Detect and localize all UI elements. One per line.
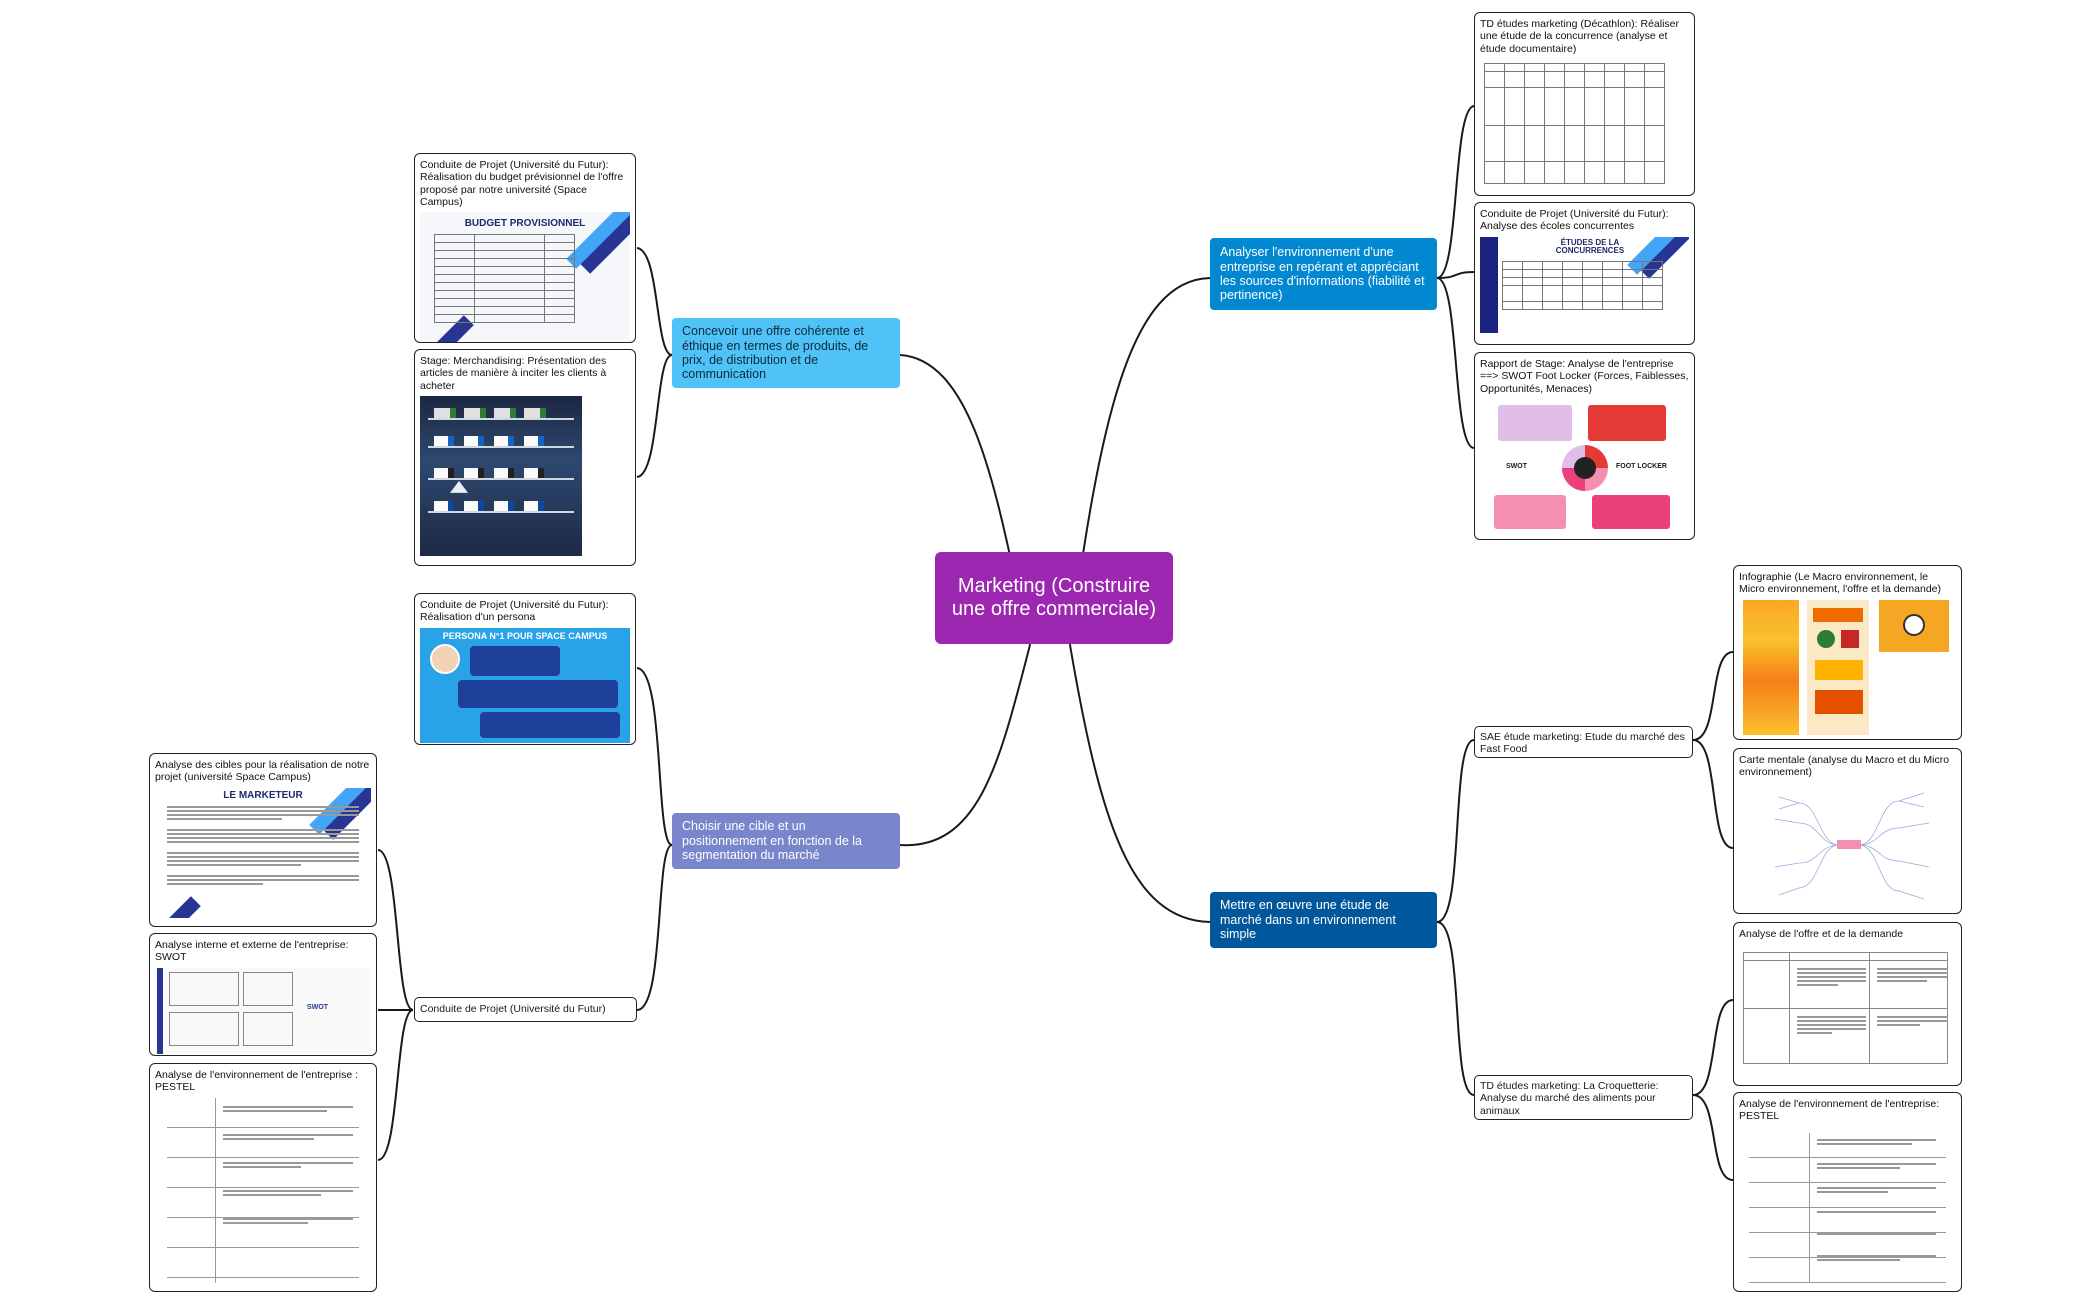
card-infographie-title: Infographie (Le Macro environnement, le … xyxy=(1739,571,1941,596)
card-offre-demande-title: Analyse de l'offre et de la demande xyxy=(1739,928,1904,940)
branch-analyser-label: Analyser l'environnement d'une entrepris… xyxy=(1220,245,1425,303)
branch-choisir[interactable]: Choisir une cible et un positionnement e… xyxy=(672,813,900,869)
budget-thumb-title: BUDGET PROVISIONNEL xyxy=(464,218,586,230)
card-swot-footlocker-title: Rapport de Stage: Analyse de l'entrepris… xyxy=(1480,358,1689,395)
card-ecoles[interactable]: Conduite de Projet (Université du Futur)… xyxy=(1474,202,1695,345)
infographie-thumbnail xyxy=(1739,599,1956,735)
swot-interne-thumbnail: SWOT xyxy=(155,967,371,1054)
card-td-decathlon-title: TD études marketing (Décathlon): Réalise… xyxy=(1480,18,1679,55)
swot-interne-thumb-label: SWOT xyxy=(307,1003,328,1011)
card-pestel-right[interactable]: Analyse de l'environnement de l'entrepri… xyxy=(1733,1092,1962,1292)
leaf-conduite-projet-label: Conduite de Projet (Université du Futur) xyxy=(420,1003,606,1016)
ecoles-thumbnail: ÉTUDES DE LA CONCURRENCES xyxy=(1480,236,1689,333)
card-pestel-right-title: Analyse de l'environnement de l'entrepri… xyxy=(1739,1098,1940,1123)
merch-photo xyxy=(420,395,582,556)
root-node[interactable]: Marketing (Construire une offre commerci… xyxy=(935,552,1173,644)
branch-mettre[interactable]: Mettre en œuvre une étude de marché dans… xyxy=(1210,892,1437,948)
cibles-thumb-title: LE MARKETEUR xyxy=(223,789,303,801)
root-label: Marketing (Construire une offre commerci… xyxy=(951,575,1157,620)
branch-mettre-label: Mettre en œuvre une étude de marché dans… xyxy=(1220,898,1396,942)
leaf-sae-fastfood[interactable]: SAE étude marketing: Etude du marché des… xyxy=(1474,726,1693,758)
card-swot-interne[interactable]: Analyse interne et externe de l'entrepri… xyxy=(149,933,377,1056)
ecoles-thumb-title: ÉTUDES DE LA CONCURRENCES xyxy=(1555,237,1625,255)
card-offre-demande[interactable]: Analyse de l'offre et de la demande xyxy=(1733,922,1962,1086)
cibles-thumbnail: LE MARKETEUR xyxy=(155,787,371,918)
swot-footlocker-right-label: FOOT LOCKER xyxy=(1616,462,1667,470)
card-pestel-left[interactable]: Analyse de l'environnement de l'entrepri… xyxy=(149,1063,377,1292)
card-ecoles-title: Conduite de Projet (Université du Futur)… xyxy=(1480,208,1669,233)
pestel-left-thumbnail xyxy=(167,1097,359,1283)
card-carte-mentale-title: Carte mentale (analyse du Macro et du Mi… xyxy=(1739,754,1950,779)
card-persona[interactable]: Conduite de Projet (Université du Futur)… xyxy=(414,593,636,745)
leaf-sae-fastfood-label: SAE étude marketing: Etude du marché des… xyxy=(1480,731,1685,756)
card-swot-footlocker[interactable]: Rapport de Stage: Analyse de l'entrepris… xyxy=(1474,352,1695,540)
branch-concevoir[interactable]: Concevoir une offre cohérente et éthique… xyxy=(672,318,900,388)
branch-concevoir-label: Concevoir une offre cohérente et éthique… xyxy=(682,324,869,382)
leaf-conduite-projet[interactable]: Conduite de Projet (Université du Futur) xyxy=(414,997,637,1022)
card-cibles[interactable]: Analyse des cibles pour la réalisation d… xyxy=(149,753,377,927)
swot-footlocker-left-label: SWOT xyxy=(1506,462,1527,470)
carte-mentale-thumbnail xyxy=(1739,783,1956,908)
decathlon-table-thumbnail xyxy=(1480,59,1689,184)
card-carte-mentale[interactable]: Carte mentale (analyse du Macro et du Mi… xyxy=(1733,748,1962,914)
card-cibles-title: Analyse des cibles pour la réalisation d… xyxy=(155,759,370,784)
card-merch[interactable]: Stage: Merchandising: Présentation des a… xyxy=(414,349,636,566)
card-swot-interne-title: Analyse interne et externe de l'entrepri… xyxy=(155,939,349,964)
card-budget-title: Conduite de Projet (Université du Futur)… xyxy=(420,159,624,208)
carte-mentale-mini-map xyxy=(1774,792,1930,899)
swot-footlocker-thumbnail: SWOT FOOT LOCKER xyxy=(1480,399,1689,535)
persona-avatar xyxy=(430,643,460,674)
offre-demande-thumbnail xyxy=(1739,944,1956,1072)
persona-thumb-title: PERSONA N°1 POUR SPACE CAMPUS xyxy=(442,630,608,641)
budget-thumbnail: BUDGET PROVISIONNEL xyxy=(420,212,630,342)
card-td-decathlon[interactable]: TD études marketing (Décathlon): Réalise… xyxy=(1474,12,1695,196)
card-persona-title: Conduite de Projet (Université du Futur)… xyxy=(420,599,609,624)
branch-analyser[interactable]: Analyser l'environnement d'une entrepris… xyxy=(1210,238,1437,310)
card-infographie[interactable]: Infographie (Le Macro environnement, le … xyxy=(1733,565,1962,740)
card-merch-title: Stage: Merchandising: Présentation des a… xyxy=(420,355,607,392)
branch-choisir-label: Choisir une cible et un positionnement e… xyxy=(682,819,862,863)
leaf-td-croquetterie-label: TD études marketing: La Croquetterie: An… xyxy=(1480,1080,1659,1117)
persona-thumbnail: PERSONA N°1 POUR SPACE CAMPUS xyxy=(420,627,630,743)
pestel-right-thumbnail xyxy=(1749,1127,1946,1287)
leaf-td-croquetterie[interactable]: TD études marketing: La Croquetterie: An… xyxy=(1474,1075,1693,1120)
card-pestel-left-title: Analyse de l'environnement de l'entrepri… xyxy=(155,1069,359,1094)
card-budget[interactable]: Conduite de Projet (Université du Futur)… xyxy=(414,153,636,343)
